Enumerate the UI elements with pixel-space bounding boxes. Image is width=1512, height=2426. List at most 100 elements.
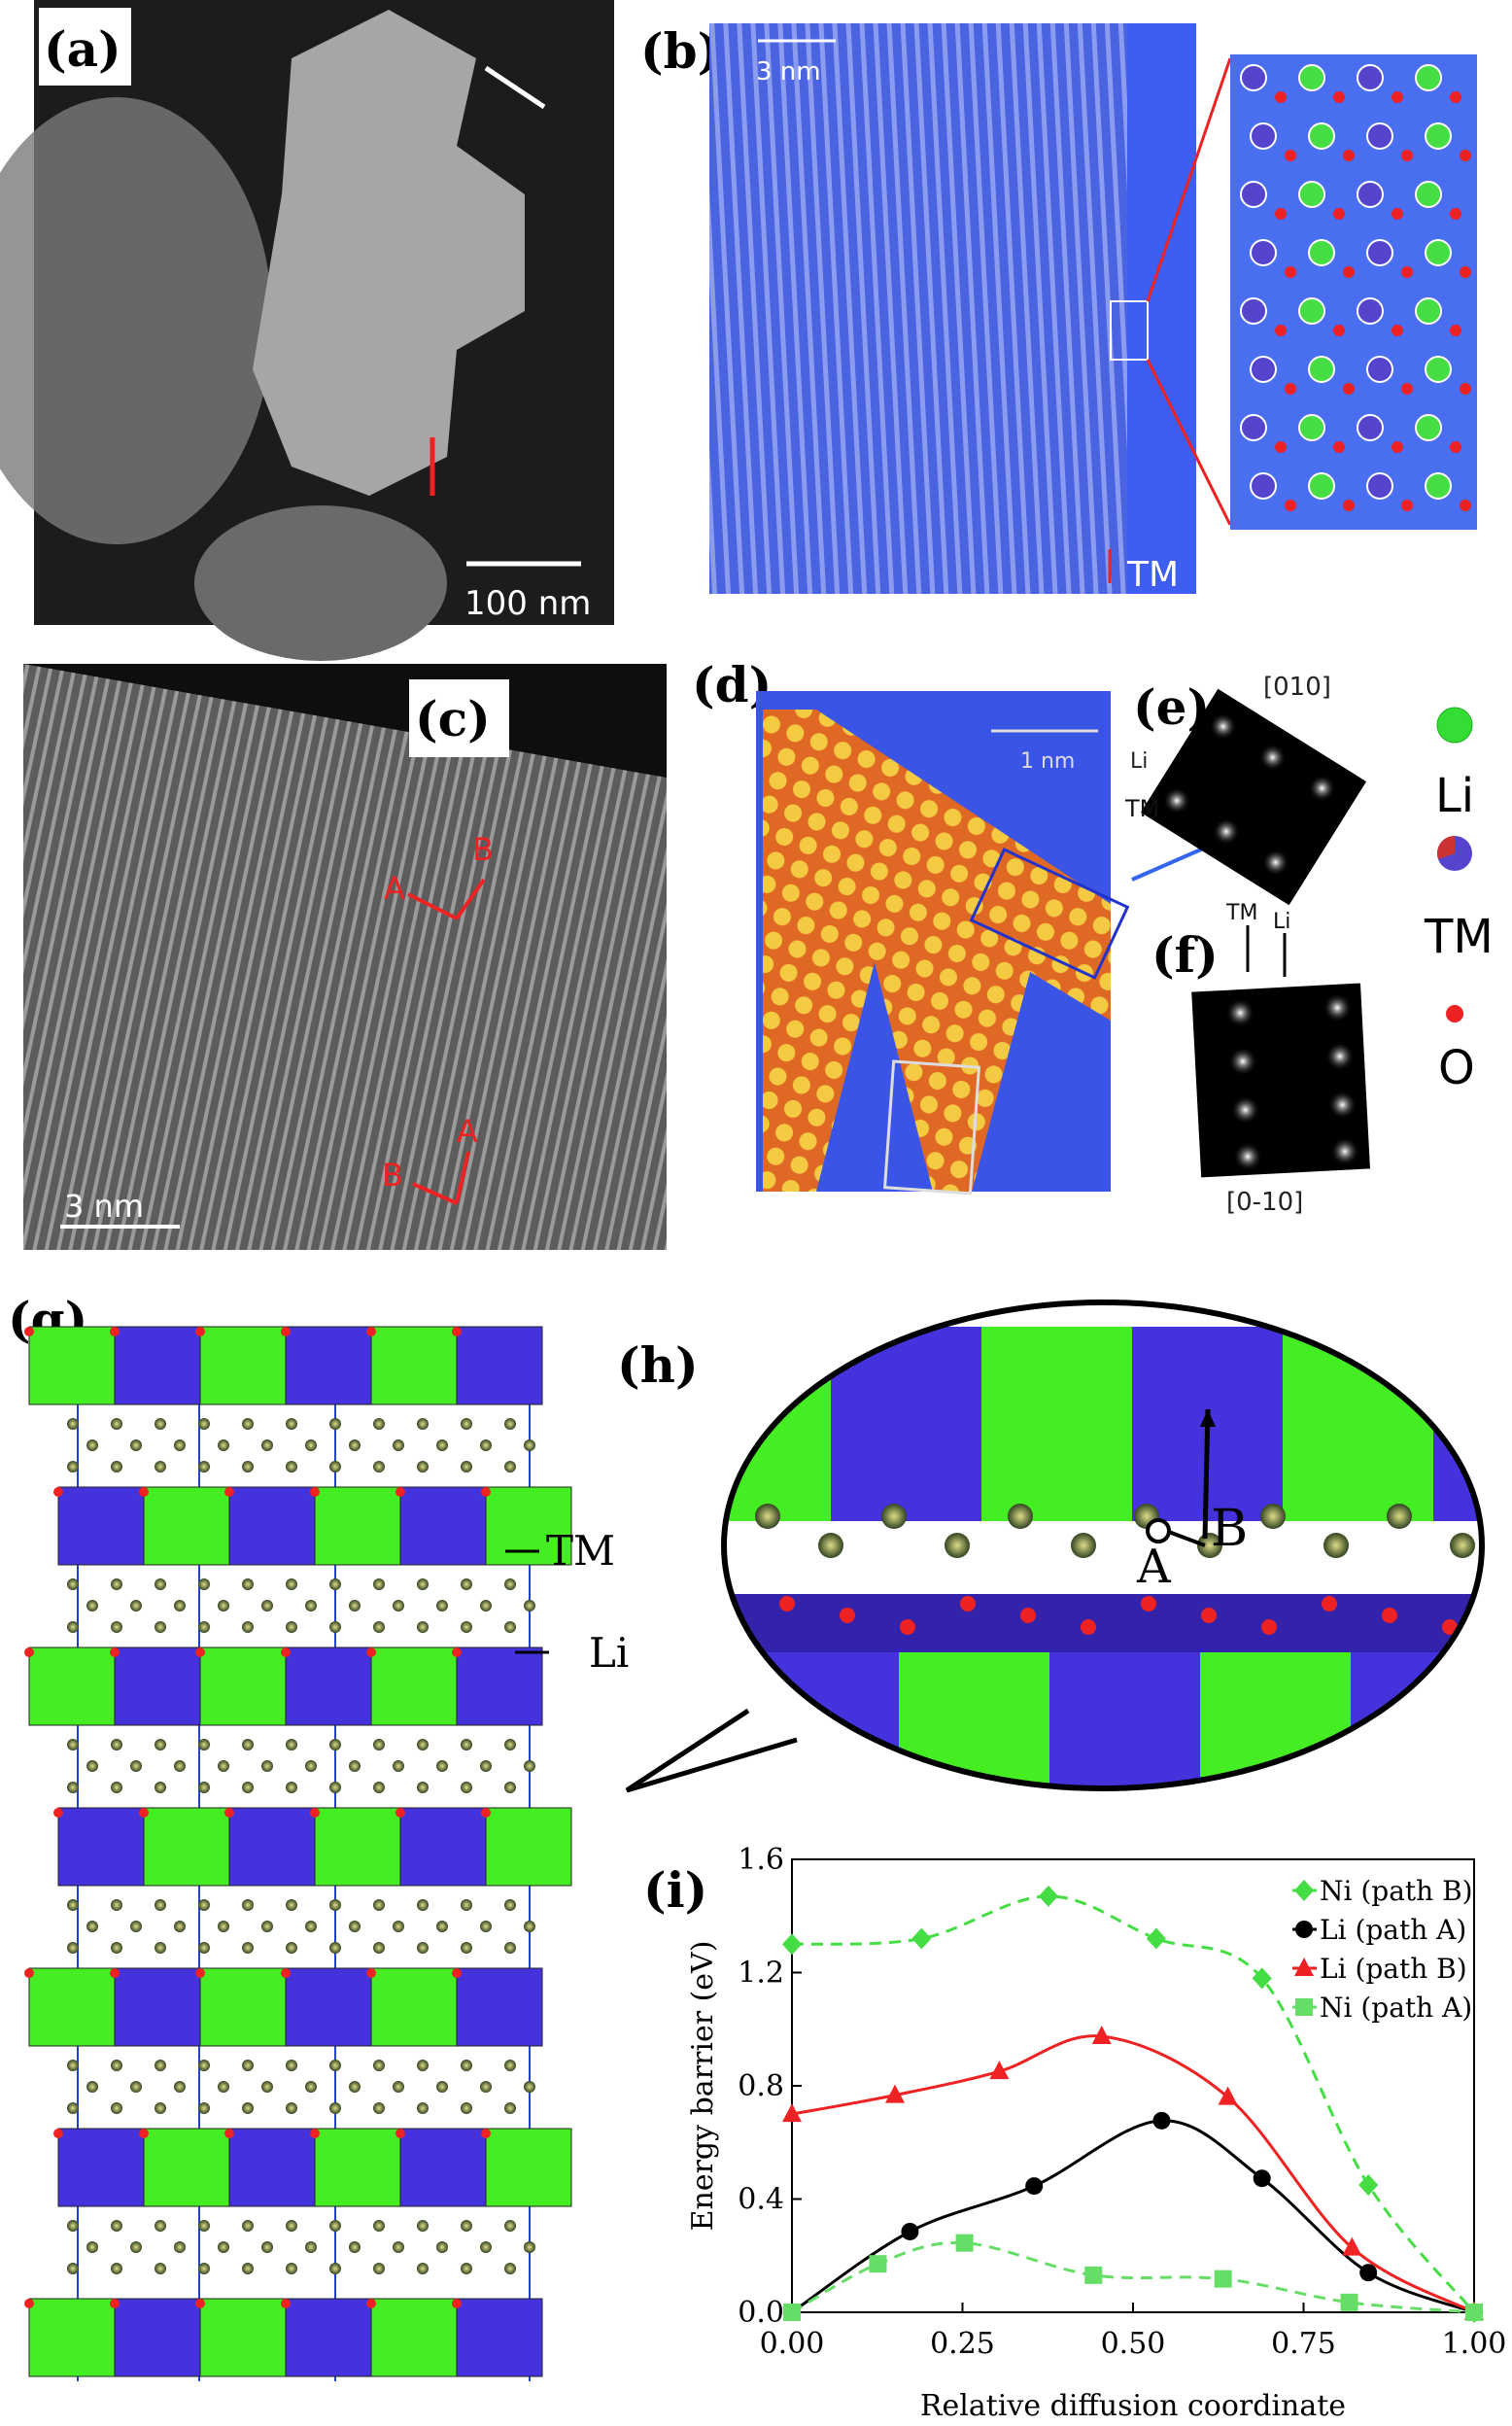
scale-bar-label: 3 nm: [756, 57, 821, 87]
li-atom: [480, 1600, 492, 1612]
li-atom: [393, 2081, 404, 2093]
octahedron: [199, 1326, 287, 1405]
series-li-path-b: [782, 2026, 1484, 2320]
oxygen-atom: [1401, 383, 1413, 395]
zoom-line: [1146, 57, 1232, 302]
li-atom: [111, 1578, 122, 1590]
li-atom: [174, 2241, 186, 2253]
li-atom: [1415, 414, 1442, 441]
li-atom: [461, 1739, 472, 1750]
li-atom: [504, 1461, 516, 1473]
octahedron: [228, 1807, 316, 1887]
octahedron: [285, 2298, 372, 2377]
li-atom: [524, 1600, 535, 1612]
octahedron: [314, 1807, 401, 1887]
oxygen-atom: [452, 1647, 462, 1657]
li-atom: [461, 2220, 472, 2232]
li-atom: [329, 2263, 341, 2274]
octahedron: [748, 1652, 899, 1788]
li-atom: [242, 2220, 254, 2232]
li-atom: [67, 1578, 79, 1590]
li-atom: [86, 1760, 98, 1772]
li-atom: [480, 2241, 492, 2253]
oxygen-atom: [1322, 1596, 1337, 1612]
li-atom: [261, 2241, 273, 2253]
oxygen-atom: [1392, 441, 1403, 453]
li-atom: [174, 2081, 186, 2093]
panel-b-image: [709, 23, 1196, 594]
data-point: [885, 2084, 906, 2103]
octahedron: [199, 1646, 287, 1726]
scale-bar-label: 1 nm: [1020, 749, 1075, 774]
li-atom: [524, 2081, 535, 2093]
li-atom: [242, 1578, 254, 1590]
particle: [253, 10, 525, 496]
octahedron: [285, 1646, 372, 1726]
li-atom: [155, 2102, 166, 2114]
li-atom: [242, 1782, 254, 1793]
li-atom: [286, 1899, 297, 1911]
panel-i-label: (i): [643, 1861, 707, 1919]
octahedron: [28, 2298, 116, 2377]
li-atom: [261, 1600, 273, 1612]
li-atom: [373, 1899, 385, 1911]
octahedron: [485, 1807, 572, 1887]
oxygen-atom: [1460, 150, 1471, 161]
li-atom: [417, 2263, 429, 2274]
li-atom: [111, 2102, 122, 2114]
oxygen-atom: [1401, 266, 1413, 278]
oxygen-atom: [139, 1487, 149, 1497]
li-atom: [504, 1621, 516, 1633]
x-axis-label: Relative diffusion coordinate: [920, 2389, 1346, 2423]
li-atom: [755, 1504, 780, 1529]
li-atom: [504, 2263, 516, 2274]
li-atom: [198, 1578, 210, 1590]
octahedron: [199, 1967, 287, 2047]
oxygen-atom: [1343, 500, 1355, 511]
surface-region: [1127, 23, 1196, 594]
arrowhead-icon: [1200, 1409, 1216, 1427]
li-atom: [1415, 64, 1442, 91]
li-atom: [198, 1461, 210, 1473]
oxygen-atom: [24, 1327, 34, 1336]
series-li-path-a: [783, 2111, 1483, 2321]
li-atom: [881, 1504, 907, 1529]
tm-atom: [1240, 414, 1267, 441]
data-point: [1218, 2086, 1238, 2105]
octahedron: [285, 1326, 372, 1405]
data-point: [869, 2255, 887, 2273]
li-atom: [1298, 297, 1325, 325]
oxygen-atom: [1275, 208, 1287, 220]
li-atom: [261, 1439, 273, 1451]
li-atom: [1387, 1504, 1412, 1529]
li-atom: [1450, 1533, 1475, 1558]
oxygen-atom: [1450, 91, 1461, 103]
li-atom: [67, 1899, 79, 1911]
oxygen-atom: [366, 1647, 376, 1657]
li-atom: [242, 2102, 254, 2114]
tm-marker: TM: [1126, 555, 1179, 595]
li-atom: [436, 1760, 448, 1772]
li-atom: [198, 1942, 210, 1954]
li-atom: [155, 1621, 166, 1633]
oxygen-atom: [840, 1608, 855, 1623]
li-atom: [818, 1533, 843, 1558]
label-box: [409, 679, 509, 757]
li-atom: [286, 2220, 297, 2232]
oxygen-atom: [281, 2299, 291, 2308]
oxygen-atom: [53, 1487, 63, 1497]
tm-atom: [1240, 181, 1267, 208]
oxygen-atom: [1285, 266, 1296, 278]
li-atom: [417, 2220, 429, 2232]
panel-c: (c) A B A B 3 nm: [23, 664, 667, 1250]
li-atom: [504, 1578, 516, 1590]
direction-a-label: A: [457, 1113, 478, 1150]
li-atom: [393, 1600, 404, 1612]
legend-marker: [1294, 1958, 1314, 1976]
li-atom: [436, 2081, 448, 2093]
panel-f-label: (f): [1151, 926, 1219, 984]
oxygen-atom: [452, 1327, 462, 1336]
panel-a-label: (a): [44, 20, 121, 78]
li-atom: [1298, 64, 1325, 91]
